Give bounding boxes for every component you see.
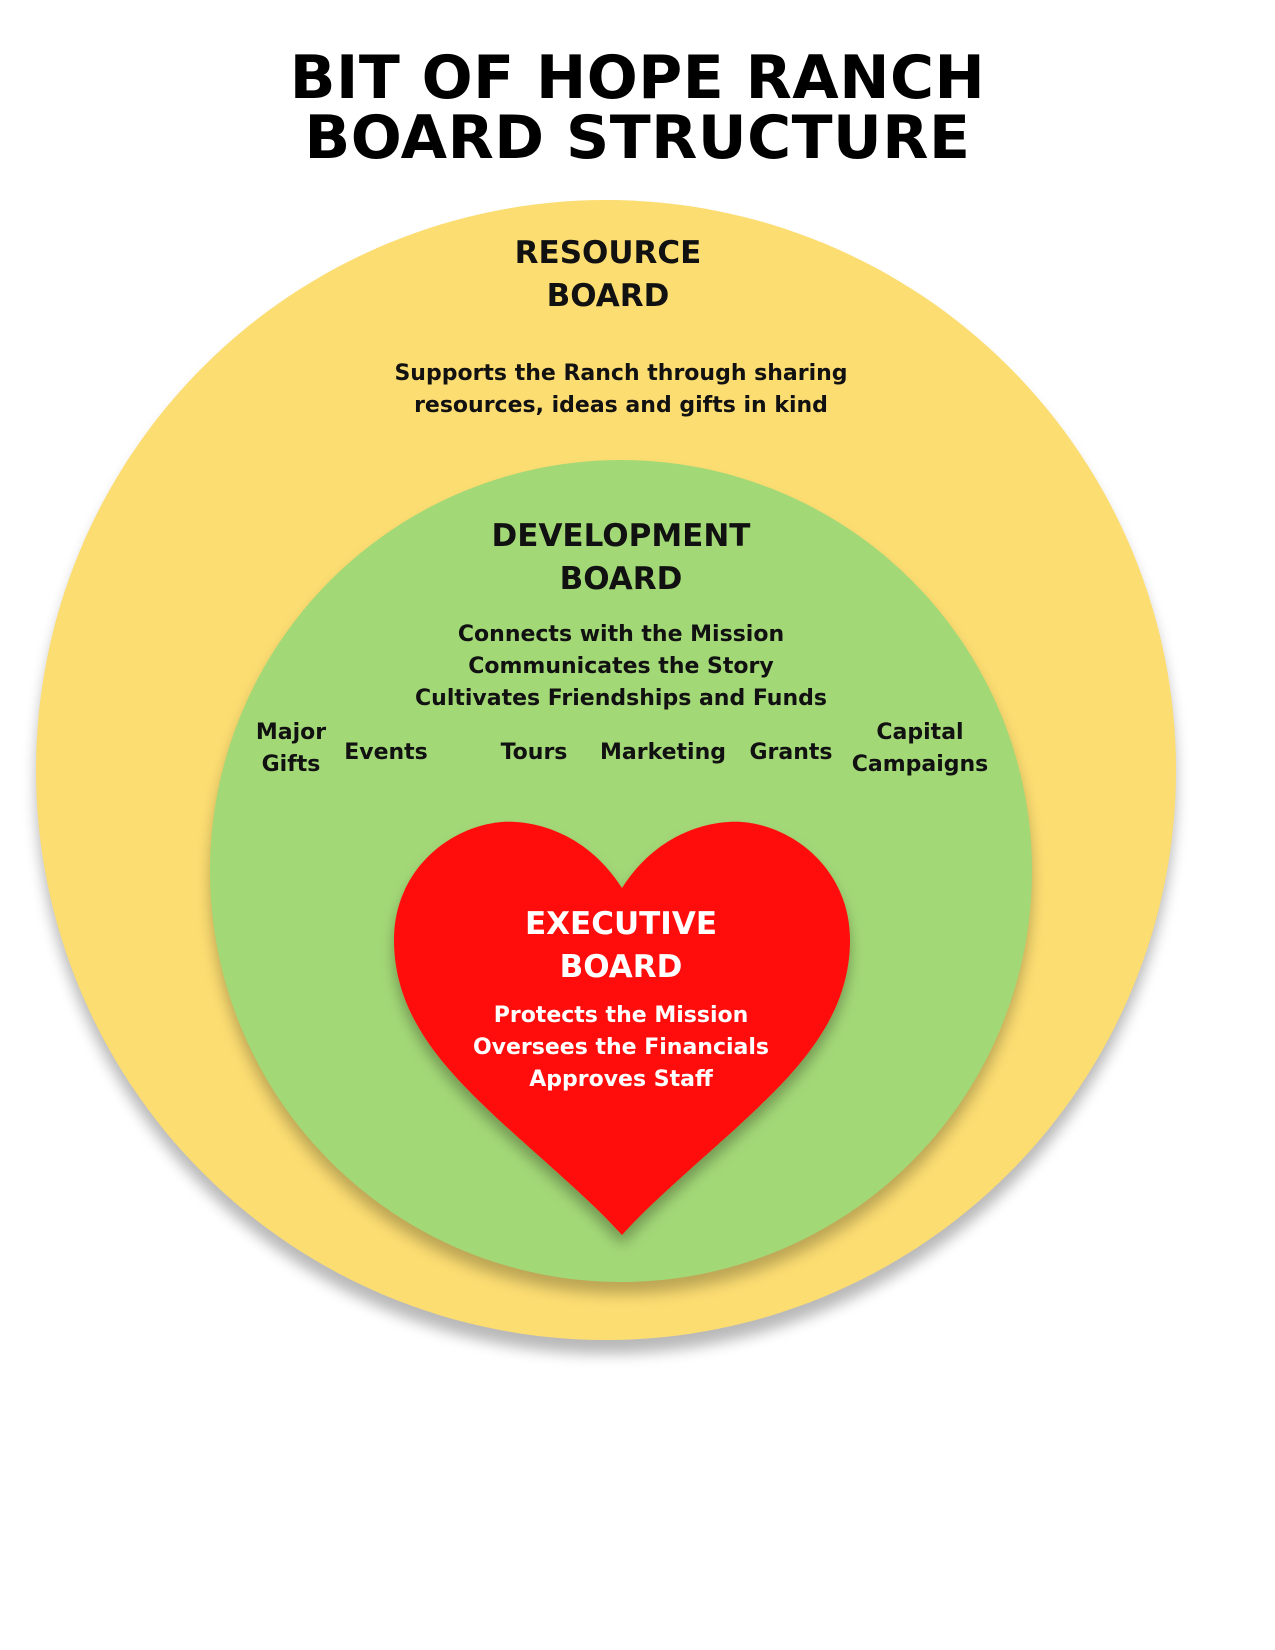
function-major-gifts: Major Gifts [255, 720, 327, 777]
function-tours: Tours [500, 740, 568, 765]
resource-board-heading: RESOURCE BOARD [514, 235, 702, 314]
executive-board-description: Protects the Mission Oversees the Financ… [472, 1003, 770, 1092]
page-title: BIT OF HOPE RANCH BOARD STRUCTURE [0, 48, 1275, 168]
development-board-description: Connects with the Mission Communicates t… [415, 622, 827, 711]
function-capital-campaigns: Capital Campaigns [851, 720, 989, 777]
function-marketing: Marketing [599, 740, 727, 765]
title-line-1: BIT OF HOPE RANCH [289, 43, 986, 113]
executive-board-heart-icon [394, 821, 850, 1235]
executive-board-heading: EXECUTIVE BOARD [524, 906, 718, 985]
development-board-heading: DEVELOPMENT BOARD [491, 518, 751, 597]
function-grants: Grants [749, 740, 833, 765]
resource-board-description: Supports the Ranch through sharing resou… [394, 361, 848, 418]
function-events: Events [344, 740, 428, 765]
title-line-2: BOARD STRUCTURE [304, 103, 971, 173]
